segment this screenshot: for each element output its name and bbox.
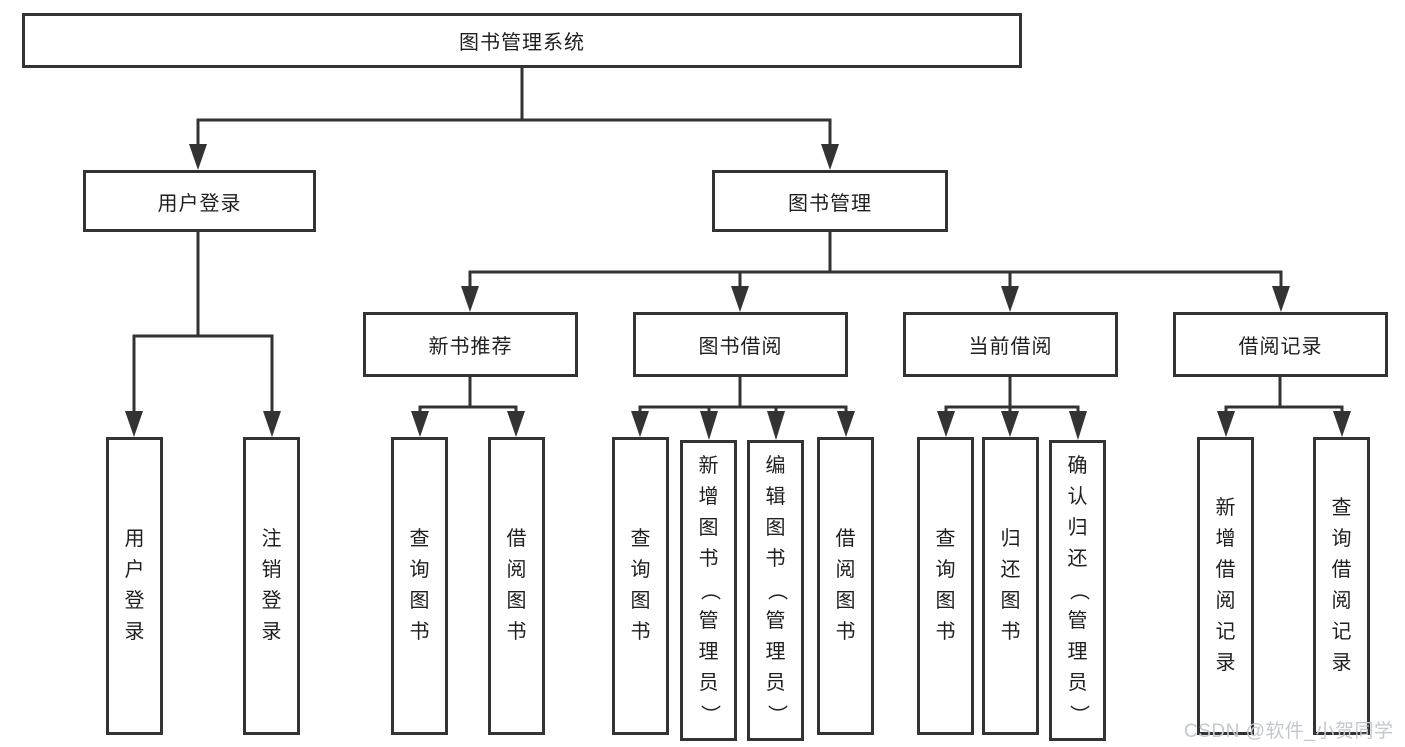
node-label: 图书管理: [788, 192, 872, 215]
node-rec-query-books: 查询图书: [391, 437, 448, 735]
node-user-login-leaf: 用户登录: [106, 437, 163, 735]
node-cb-query-books: 查询图书: [917, 437, 974, 735]
csdn-watermark: CSDN @软件_小贺同学: [1184, 721, 1394, 742]
node-bb-add-books-admin: 新增图书（管理员）: [680, 440, 737, 741]
node-new-book-recommendation: 新书推荐: [363, 312, 578, 377]
node-rec-borrow-books: 借阅图书: [488, 437, 545, 735]
node-bb-query-books: 查询图书: [612, 437, 669, 735]
node-user-login: 用户登录: [83, 170, 316, 232]
node-book-management: 图书管理: [712, 170, 948, 232]
node-bb-borrow-books: 借阅图书: [817, 437, 874, 735]
node-book-borrowing: 图书借阅: [633, 312, 848, 377]
node-borrowing-records: 借阅记录: [1173, 312, 1388, 377]
node-br-query-record: 查询借阅记录: [1313, 437, 1370, 735]
node-label: 借阅记录: [1238, 336, 1323, 358]
node-library-management-system: 图书管理系统: [22, 13, 1022, 68]
node-bb-edit-books-admin: 编辑图书（管理员）: [747, 440, 804, 741]
node-label: 图书管理系统: [459, 32, 585, 54]
node-logout-leaf: 注销登录: [243, 437, 300, 735]
node-br-add-record: 新增借阅记录: [1197, 437, 1254, 735]
node-cb-return-books: 归还图书: [982, 437, 1039, 735]
node-label: 当前借阅: [968, 336, 1053, 358]
node-cb-confirm-return-admin: 确认归还（管理员）: [1049, 440, 1106, 741]
node-label: 新书推荐: [428, 336, 513, 358]
node-label: 用户登录: [157, 192, 242, 215]
node-current-borrowing: 当前借阅: [903, 312, 1118, 377]
node-label: 图书借阅: [698, 336, 783, 358]
